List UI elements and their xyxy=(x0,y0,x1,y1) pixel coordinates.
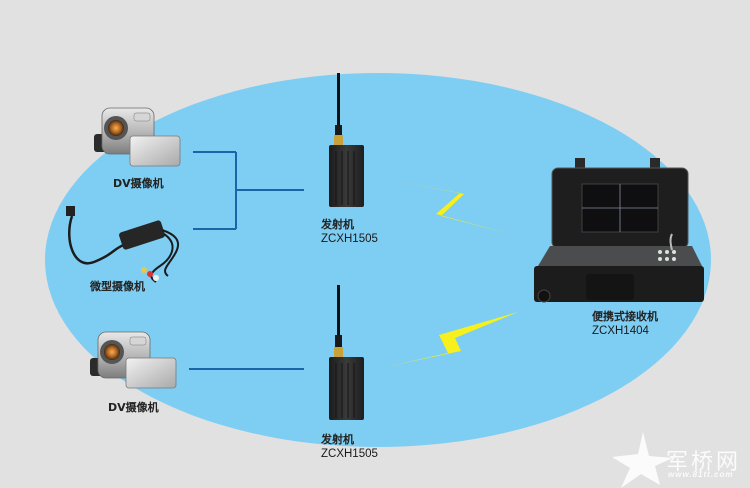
transmitter-1-model: ZCXH1505 xyxy=(321,233,378,245)
portable-receiver-case-icon xyxy=(534,158,704,303)
receiver-model: ZCXH1404 xyxy=(592,325,649,337)
cable-connectors xyxy=(189,151,304,370)
transmitter-icon xyxy=(329,285,364,420)
transmitter-2-name: 发射机 xyxy=(321,433,354,446)
source-label-dv2: DV摄像机 xyxy=(108,401,159,414)
watermark-brand: 军桥网 xyxy=(666,450,742,475)
star-logo-icon xyxy=(612,432,673,488)
watermark-url: www.81tt.com xyxy=(668,470,734,479)
transmitter-2-model: ZCXH1505 xyxy=(321,448,378,460)
camcorder-icon xyxy=(90,331,177,389)
coverage-area xyxy=(45,73,711,447)
source-label-micro: 微型摄像机 xyxy=(90,280,145,293)
micro-camera-icon xyxy=(66,206,180,283)
source-label-dv1: DV摄像机 xyxy=(113,177,164,190)
transmitter-icon xyxy=(329,73,364,207)
receiver-name: 便携式接收机 xyxy=(592,310,658,323)
transmitter-1-name: 发射机 xyxy=(321,218,354,231)
camcorder-icon xyxy=(94,107,181,167)
wireless-signal-icon xyxy=(385,312,518,367)
